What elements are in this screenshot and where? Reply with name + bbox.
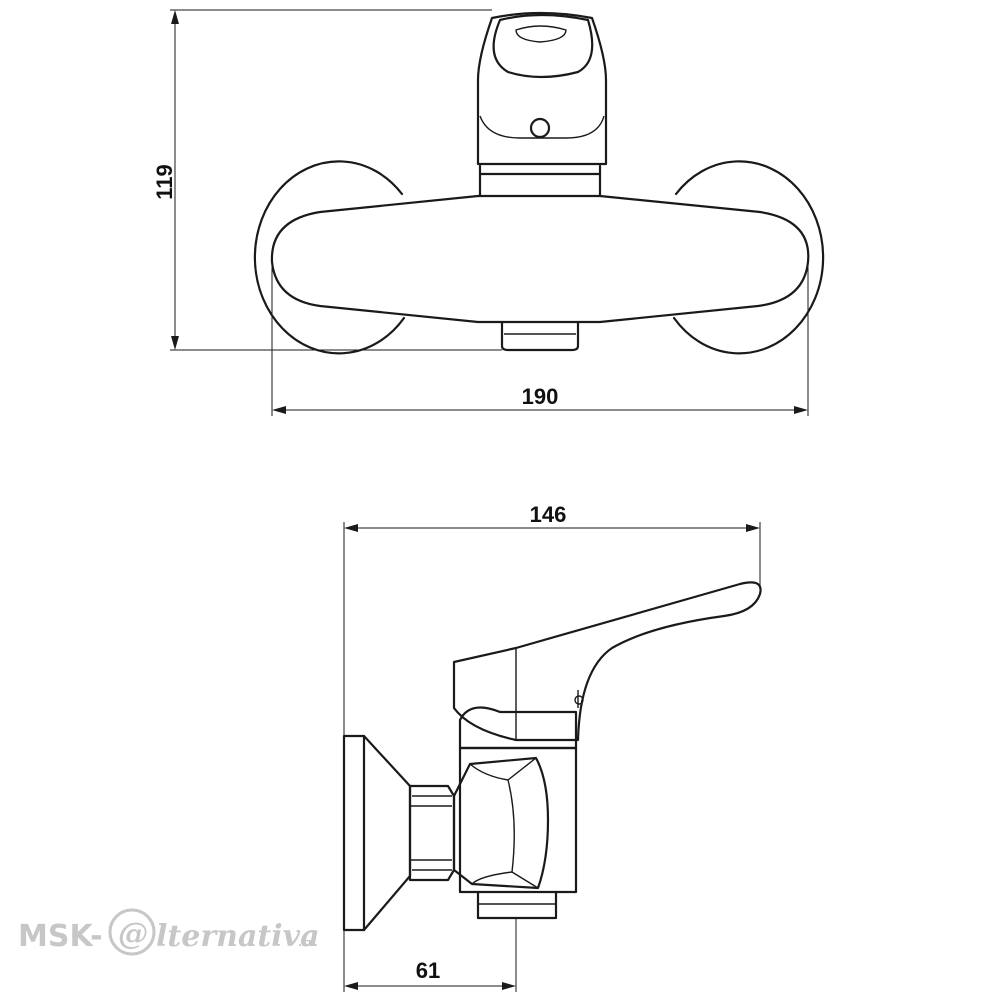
side-view: 146 61 xyxy=(342,502,762,992)
body-collar xyxy=(458,706,578,750)
watermark: MSK- @ lternativa .ru xyxy=(18,908,320,956)
dim-height-119: 119 xyxy=(152,9,502,351)
watermark-suffix: .ru xyxy=(298,936,316,949)
dim-offset-61: 61 xyxy=(343,918,517,992)
lever-side-edge xyxy=(515,648,579,740)
handle-top-ring xyxy=(492,13,594,79)
outlet-side xyxy=(476,890,558,920)
hex-nut-facets xyxy=(410,795,452,871)
hex-nut xyxy=(408,784,456,882)
mixer-body xyxy=(270,194,810,324)
cartridge-detail xyxy=(469,757,539,889)
watermark-prefix: MSK- xyxy=(18,919,103,954)
handle-top-inner xyxy=(515,25,567,43)
dim-label-width: 190 xyxy=(522,384,559,409)
dim-label-offset: 61 xyxy=(416,958,440,983)
left-wall-flange xyxy=(253,160,406,355)
lever-screw-icon xyxy=(574,695,584,705)
dim-label-depth: 146 xyxy=(530,502,567,527)
watermark-at: @ xyxy=(118,917,148,952)
watermark-name: lternativa xyxy=(156,919,320,954)
dim-label-height: 119 xyxy=(152,164,177,200)
right-wall-flange xyxy=(672,160,825,355)
front-view: 119 190 xyxy=(152,9,825,416)
watermark-at-ring xyxy=(108,908,156,956)
dim-width-190: 190 xyxy=(271,262,809,416)
outlet-nozzle xyxy=(500,320,580,352)
cone-connector xyxy=(362,734,412,932)
dim-depth-146: 146 xyxy=(343,502,761,736)
lever-side xyxy=(452,581,762,742)
handle-lower-band xyxy=(479,115,605,139)
wall-plate xyxy=(342,734,366,932)
cartridge-housing xyxy=(452,756,550,890)
handle-screw-icon xyxy=(529,117,551,139)
handle-neck xyxy=(478,164,602,198)
lever-handle xyxy=(476,11,608,166)
